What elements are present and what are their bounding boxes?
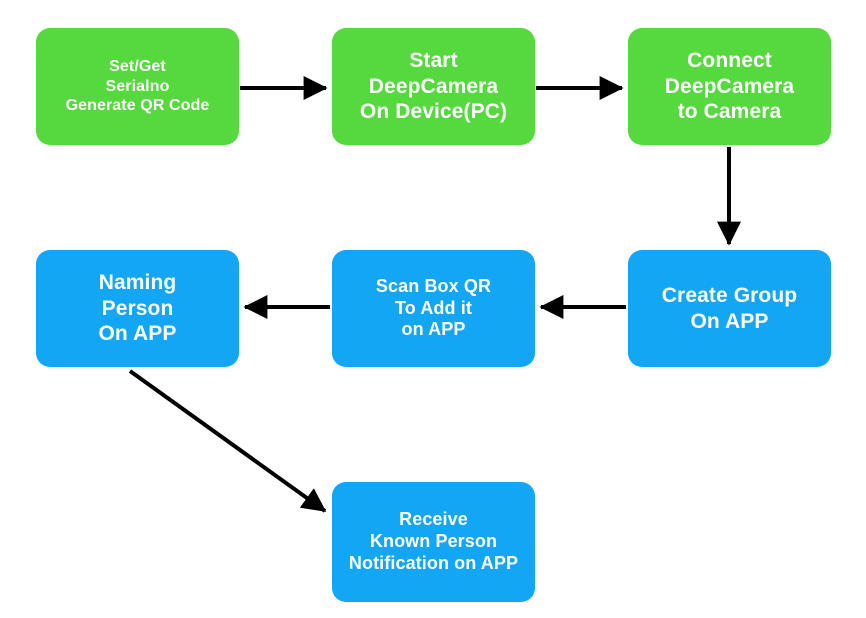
node-start-deepcamera[interactable]: Start DeepCamera On Device(PC)	[332, 28, 535, 145]
node-set-get-serialno[interactable]: Set/Get Serialno Generate QR Code	[36, 28, 239, 145]
node-create-group[interactable]: Create Group On APP	[628, 250, 831, 367]
node-naming-person[interactable]: Naming Person On APP	[36, 250, 239, 367]
node-connect-deepcamera[interactable]: Connect DeepCamera to Camera	[628, 28, 831, 145]
node-receive-known-person-notification[interactable]: Receive Known Person Notification on APP	[332, 482, 535, 602]
node-scan-box-qr[interactable]: Scan Box QR To Add it on APP	[332, 250, 535, 367]
edge-naming-person-to-receive-notification	[128, 369, 327, 513]
